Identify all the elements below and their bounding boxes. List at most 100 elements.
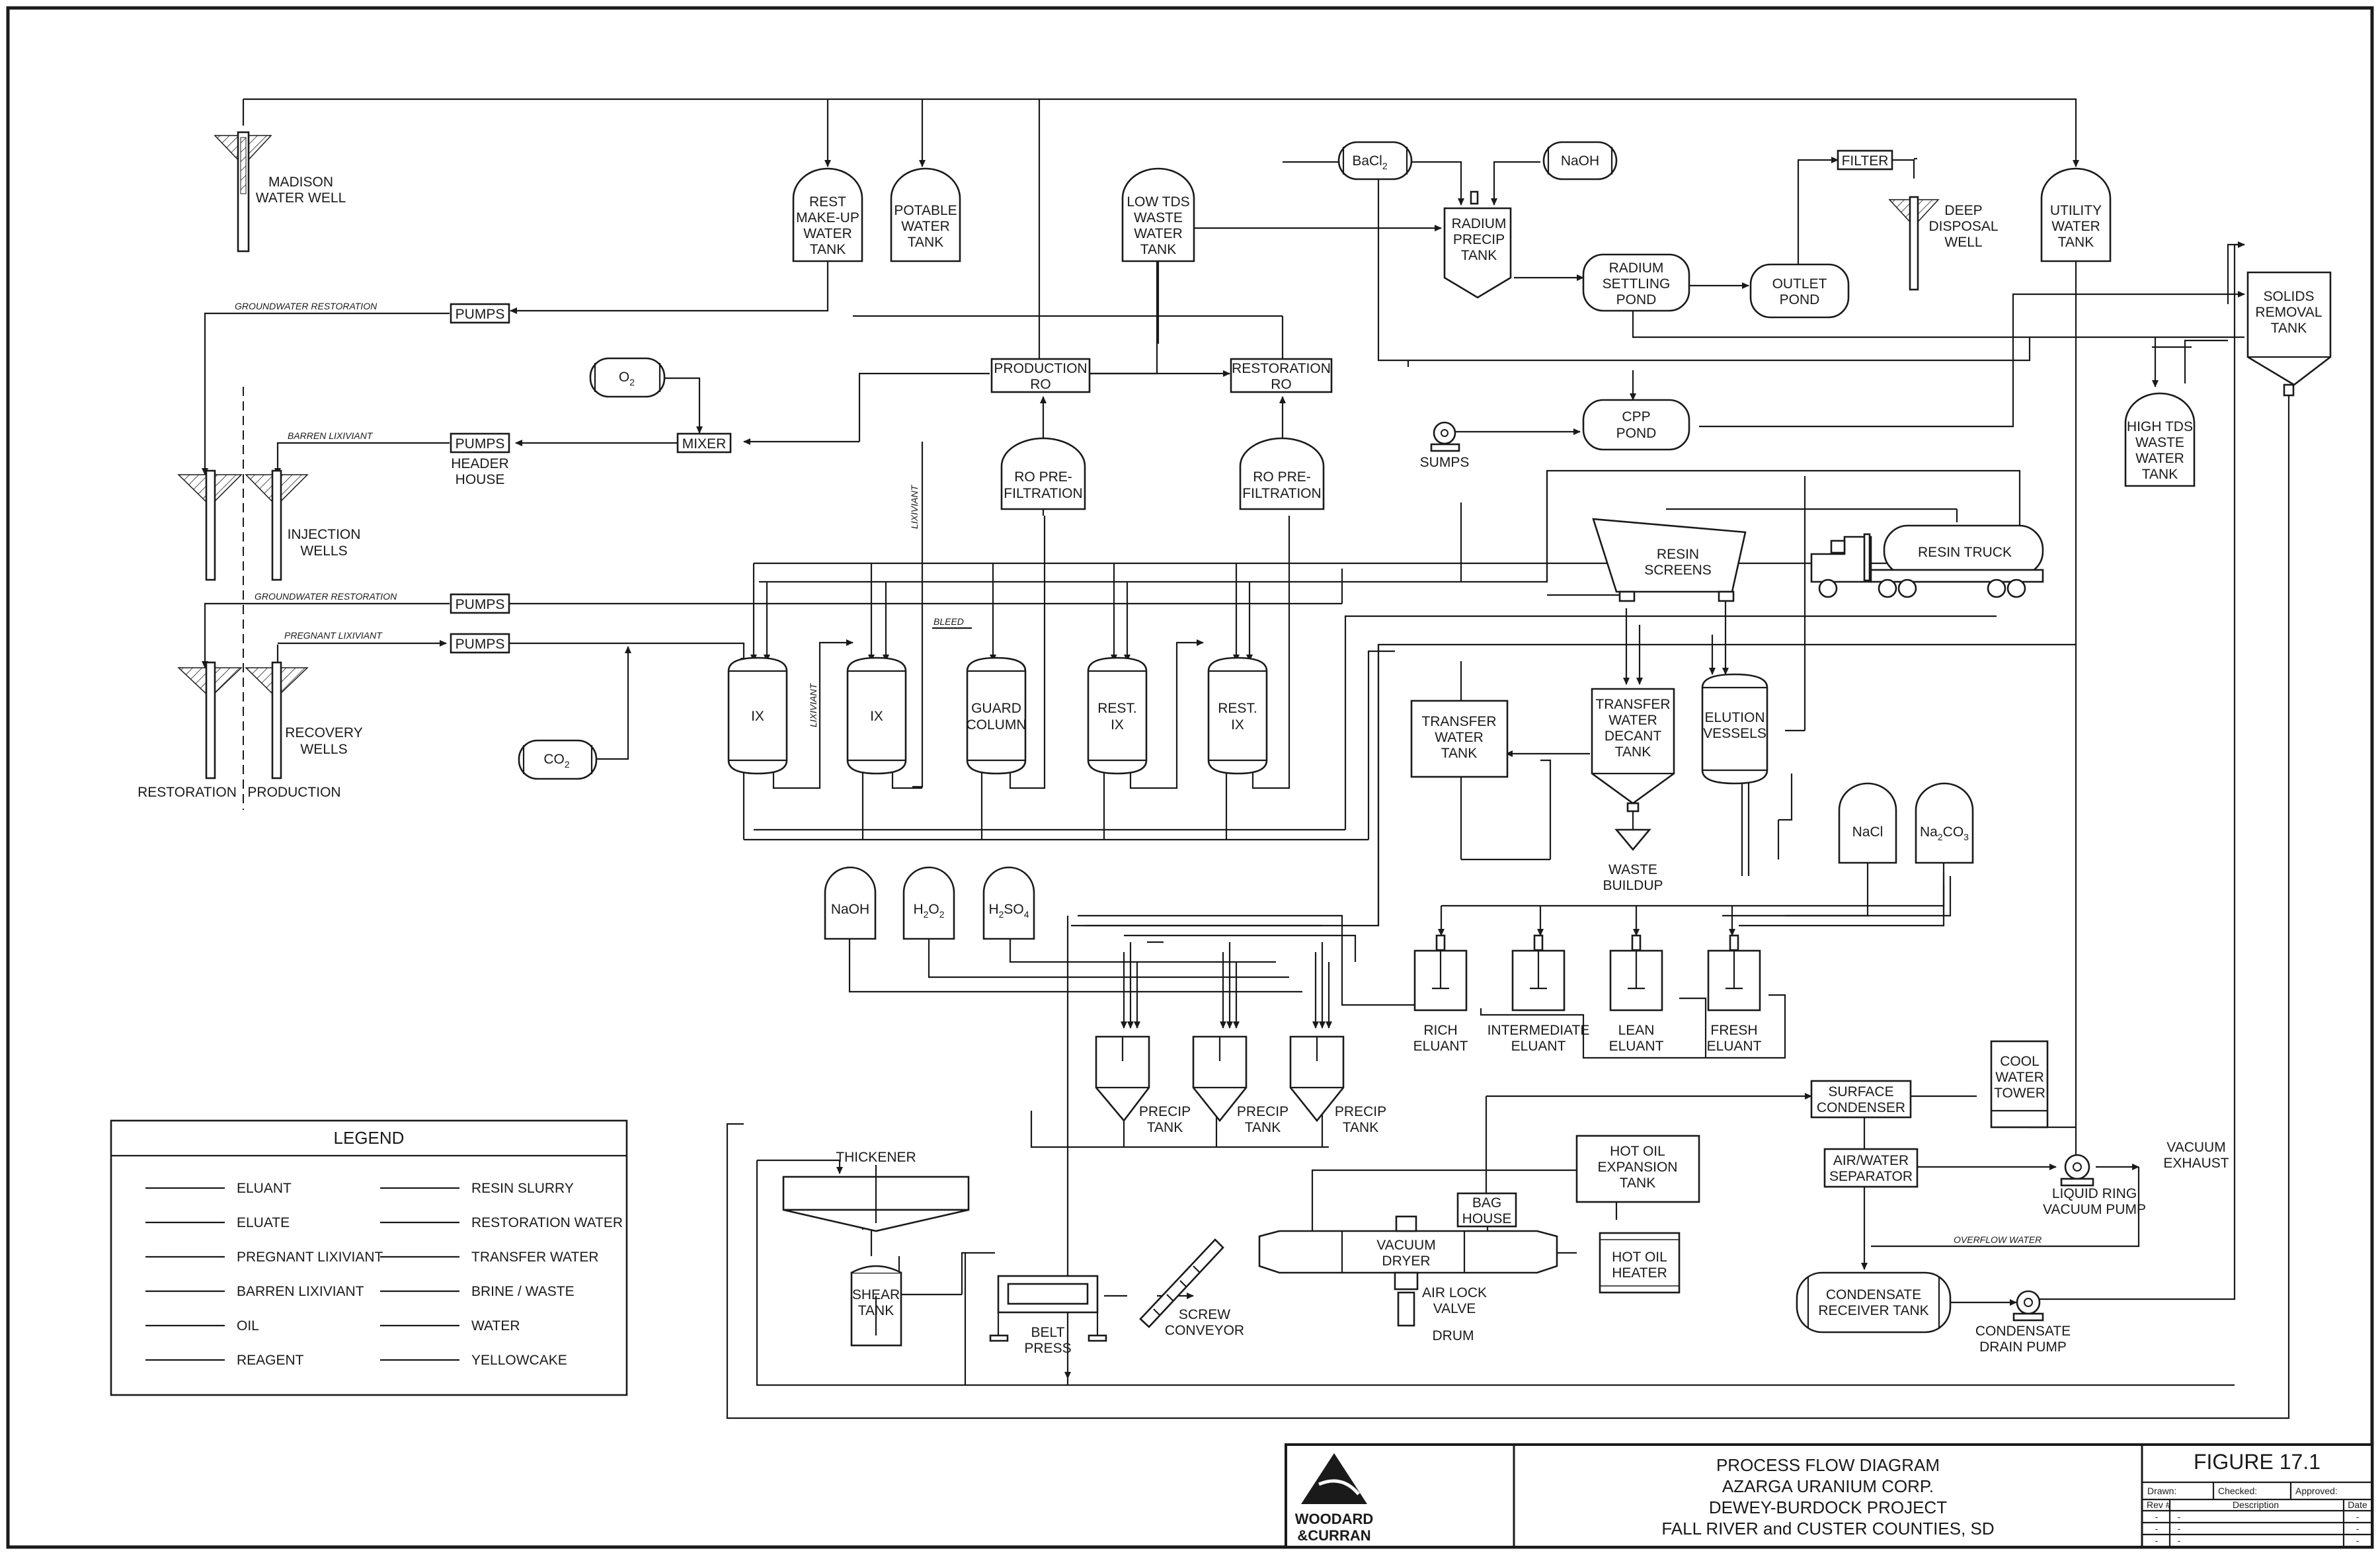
ro-pre-1-label-1: RO PRE- (1014, 469, 1072, 485)
lean-eluant-label-2: ELUANT (1609, 1039, 1664, 1054)
recovery-wells: RECOVERY WELLS RESTORATION PRODUCTION (138, 661, 363, 800)
date-label: Date (2348, 1499, 2367, 1510)
waste-buildup-label-2: BUILDUP (1603, 878, 1663, 893)
o2-drum: O2 (589, 357, 666, 398)
rest-makeup-water-tank: REST MAKE-UP WATER TANK (792, 167, 863, 262)
na2co3-sub-1: 2 (1938, 832, 1943, 842)
hot-oil-heater: HOT OIL HEATER (1599, 1232, 1681, 1294)
condensate-receiver-tank: CONDENSATE RECEIVER TANK (1796, 1271, 1952, 1334)
condensate-drain-pump: CONDENSATE DRAIN PUMP (1975, 1290, 2071, 1355)
thickener: THICKENER (782, 1150, 970, 1232)
svg-text:FRESH: FRESH (1710, 1023, 1757, 1038)
svg-text:WATER: WATER (803, 226, 852, 241)
precip-1-label-2: TANK (1147, 1120, 1183, 1135)
madison-water-well: MADISON WATER WELL (214, 131, 346, 253)
svg-text:WATER: WATER (1608, 713, 1657, 728)
desc-dash-3: - (2178, 1535, 2181, 1546)
svg-text:DRYER: DRYER (1382, 1254, 1430, 1269)
svg-text:POTABLE: POTABLE (894, 203, 957, 218)
svg-text:REST.: REST. (1097, 701, 1137, 716)
svg-text:RECOVERY: RECOVERY (285, 725, 362, 740)
recovery-label-2: WELLS (300, 742, 347, 757)
svg-text:BUILDUP: BUILDUP (1603, 878, 1663, 893)
svg-text:TANK: TANK (2142, 467, 2178, 482)
pump-boxes: PUMPS PUMPS HEADER HOUSE PUMPS PUMPS (450, 303, 510, 654)
svg-text:VACUUM: VACUUM (1376, 1238, 1435, 1253)
radium-settling-label-2: SETTLING (1603, 276, 1671, 292)
vacuum-dryer-label-2: DRYER (1382, 1254, 1430, 1269)
svg-text:ELUANT: ELUANT (1413, 1039, 1468, 1054)
svg-text:COOL: COOL (2000, 1054, 2040, 1069)
restoration-ro: RESTORATION RO (1230, 358, 1333, 393)
svg-text:RO PRE-: RO PRE- (1253, 469, 1311, 485)
high-tds-label-4: TANK (2142, 467, 2178, 482)
svg-text:WATER: WATER (1995, 1070, 2044, 1085)
svg-text:HEATER: HEATER (1612, 1265, 1667, 1281)
pumps-3-label: PUMPS (456, 597, 505, 612)
decant-label-3: DECANT (1605, 729, 1662, 744)
na2co3-label: Na (1920, 824, 1938, 840)
elution-label-2: VESSELS (1703, 726, 1766, 741)
radium-settling-pond: RADIUM SETTLING POND (1582, 253, 1690, 312)
svg-text:TANK: TANK (908, 235, 943, 250)
outlet-pond: OUTLET POND (1749, 263, 1850, 319)
legend: LEGEND ELUANT ELUATE PREGNANT LIXIVIANT … (110, 1119, 628, 1396)
drawing-frame (6, 6, 2374, 1549)
svg-text:RECEIVER TANK: RECEIVER TANK (1818, 1303, 1928, 1318)
condensate-receiver-label-1: CONDENSATE (1826, 1287, 1921, 1302)
screw-conveyor-label-2: CONVEYOR (1165, 1323, 1244, 1338)
madison-label-1: MADISON (268, 175, 333, 190)
precip-2-label-1: PRECIP (1237, 1104, 1289, 1119)
svg-text:TANK: TANK (858, 1303, 894, 1318)
precip-2-label-2: TANK (1245, 1120, 1281, 1135)
resin-screens-label-2: SCREENS (1644, 563, 1712, 578)
cool-tower-label-2: WATER (1995, 1070, 2044, 1085)
naoh-label: NaOH (1561, 153, 1599, 169)
bacl2-label: BaCl (1352, 153, 1382, 169)
legend-title: LEGEND (334, 1128, 405, 1148)
injection-label-2: WELLS (300, 543, 347, 559)
svg-text:WATER: WATER (1435, 730, 1484, 745)
precip-1-label-1: PRECIP (1139, 1104, 1191, 1119)
legend-item-yellowcake: YELLOWCAKE (471, 1353, 567, 1368)
date-dash-3: - (2356, 1535, 2360, 1546)
surface-condenser-label-1: SURFACE (1828, 1084, 1893, 1099)
svg-text:BAG: BAG (1472, 1195, 1501, 1211)
svg-text:COLUMN: COLUMN (966, 717, 1026, 733)
svg-text:ELUANT: ELUANT (1707, 1039, 1762, 1054)
svg-text:CONDENSATE: CONDENSATE (1826, 1287, 1921, 1302)
svg-text:WATER WELL: WATER WELL (256, 190, 346, 206)
bag-house-label-1: BAG (1472, 1195, 1501, 1211)
transfer-water-label-3: TANK (1441, 746, 1477, 761)
waste-buildup: WASTE BUILDUP (1603, 828, 1663, 893)
utility-label-1: UTILITY (2050, 203, 2102, 218)
sumps-pump: SUMPS (1420, 421, 1470, 470)
svg-text:BaCl2: BaCl2 (1352, 153, 1388, 171)
h2so4-sub-1: 2 (999, 909, 1004, 920)
utility-water-tank: UTILITY WATER TANK (2040, 167, 2112, 262)
belt-press-label-2: PRESS (1024, 1341, 1071, 1356)
svg-text:REST: REST (809, 194, 846, 210)
piping-network (202, 98, 2290, 1419)
resin-truck-label: RESIN TRUCK (1918, 545, 2012, 560)
cpp-label-1: CPP (1622, 409, 1650, 424)
svg-text:RADIUM: RADIUM (1609, 260, 1664, 276)
precip-tank-2: PRECIP TANK (1192, 1035, 1289, 1135)
svg-text:PRECIP: PRECIP (1237, 1104, 1289, 1119)
legend-item-pregnant: PREGNANT LIXIVIANT (237, 1250, 383, 1265)
low-tds-label-3: WATER (1134, 226, 1183, 241)
air-water-separator: AIR/WATER SEPARATOR (1823, 1148, 1919, 1188)
hot-oil-exp-label-2: EXPANSION (1598, 1160, 1678, 1175)
svg-text:ELUANT: ELUANT (1609, 1039, 1664, 1054)
svg-text:WATER: WATER (901, 219, 950, 234)
sumps-label: SUMPS (1420, 455, 1470, 470)
o2-label: O (619, 370, 629, 385)
svg-text:TRANSFER: TRANSFER (1421, 714, 1496, 729)
svg-text:LOW TDS: LOW TDS (1127, 194, 1189, 210)
logo-text-1: WOODARD (1295, 1511, 1374, 1527)
lixiviant-vertical-label: LIXIVIANT (909, 484, 920, 529)
bag-house-label-2: HOUSE (1462, 1211, 1512, 1226)
screw-conveyor: SCREW CONVEYOR (1139, 1238, 1244, 1338)
surface-condenser-label-2: CONDENSER (1817, 1100, 1905, 1115)
